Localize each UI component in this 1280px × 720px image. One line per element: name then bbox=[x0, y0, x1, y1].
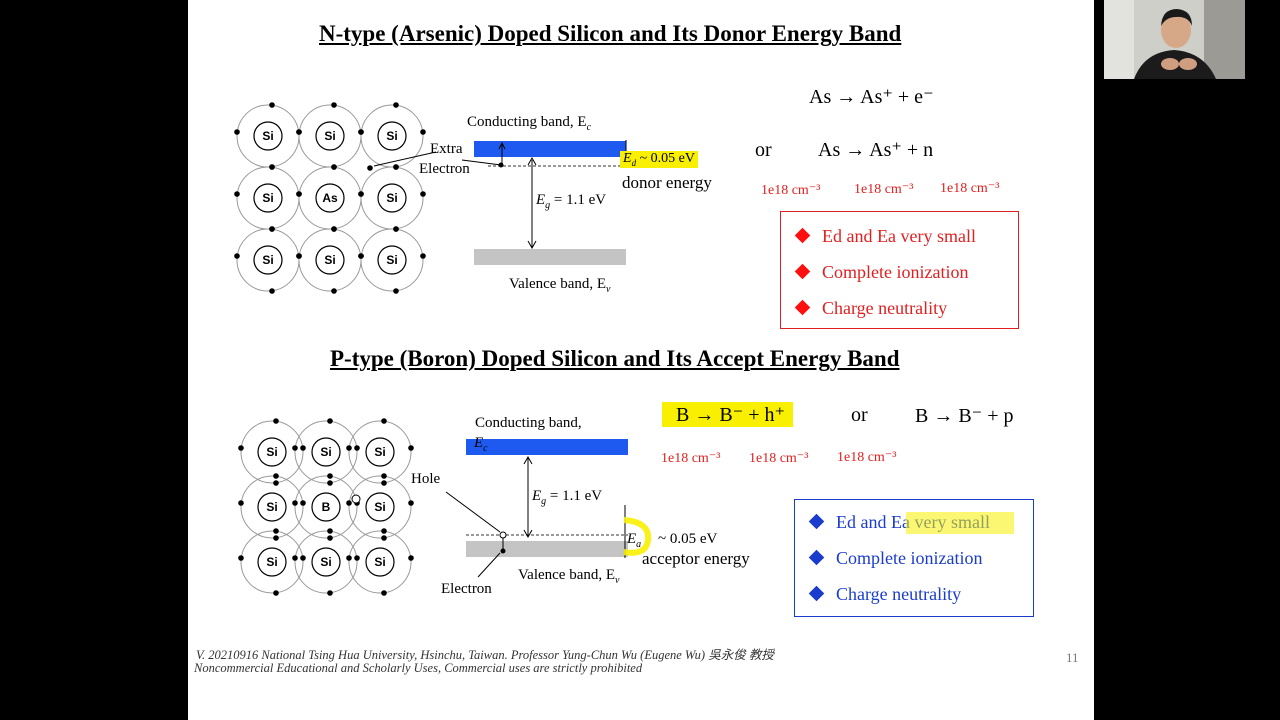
ptype-conc-2: 1e18 cm⁻³ bbox=[749, 451, 809, 466]
ntype-bullet-1: Ed and Ea very small bbox=[794, 226, 976, 247]
ntype-atom-label: Si bbox=[324, 129, 335, 143]
ptype-equation-2: B → B⁻ + p bbox=[915, 405, 1014, 427]
ntype-extra-label: Extra bbox=[430, 141, 463, 157]
ptype-or: or bbox=[851, 404, 868, 426]
diamond-bullet-icon bbox=[794, 263, 811, 280]
footer-line-2: Noncommercial Educational and Scholarly … bbox=[194, 661, 643, 675]
ptype-atom-si: Si bbox=[346, 418, 414, 486]
ntype-electron-label: Electron bbox=[419, 161, 470, 177]
ptype-atom-si: Si bbox=[346, 473, 414, 541]
ptype-conc-3: 1e18 cm⁻³ bbox=[837, 450, 897, 465]
ptype-atom-label: Si bbox=[266, 445, 277, 459]
ptype-conduction-band bbox=[466, 439, 628, 455]
ntype-equation-2: As → As⁺ + n bbox=[818, 139, 934, 161]
ptype-atom-si: Si bbox=[292, 528, 360, 596]
ntype-atom-as: As bbox=[296, 164, 364, 232]
ntype-ed-label: Ed ~ 0.05 eV bbox=[620, 151, 698, 168]
ptype-atom-label: Si bbox=[266, 555, 277, 569]
ptype-conducting-band-label: Conducting band, bbox=[475, 415, 582, 431]
ntype-atom-si: Si bbox=[358, 164, 426, 232]
ptype-atom-label: Si bbox=[266, 500, 277, 514]
ntype-summary-box: Ed and Ea very small Complete ionization… bbox=[780, 211, 1019, 329]
ptype-hole-label: Hole bbox=[411, 471, 441, 487]
ptype-equation-1: B → B⁻ + h⁺ bbox=[662, 402, 794, 427]
ptype-atom-label: Si bbox=[374, 445, 385, 459]
ptype-atom-si: Si bbox=[238, 418, 306, 486]
diamond-bullet-icon bbox=[808, 513, 825, 530]
diamond-bullet-icon bbox=[808, 585, 825, 602]
footer-line-1: V. 20210916 National Tsing Hua Universit… bbox=[196, 648, 774, 662]
ntype-atom-label: Si bbox=[386, 129, 397, 143]
ntype-atom-si: Si bbox=[234, 102, 302, 170]
ntype-atom-si: Si bbox=[296, 226, 364, 294]
ntype-atom-si: Si bbox=[234, 226, 302, 294]
ntype-conc-2: 1e18 cm⁻³ bbox=[854, 182, 914, 197]
ntype-valence-band-label: Valence band, Ev bbox=[509, 276, 611, 295]
ptype-ea-label: Ea bbox=[627, 531, 642, 550]
ptype-atom-b: B bbox=[292, 473, 360, 541]
ptype-electron-label: Electron bbox=[441, 581, 492, 597]
ptype-atom-label: Si bbox=[320, 555, 331, 569]
ntype-atom-label: Si bbox=[262, 253, 273, 267]
ptype-atom-si: Si bbox=[292, 418, 360, 486]
ntype-atom-label: Si bbox=[262, 191, 273, 205]
ntype-conducting-band-label: Conducting band, Ec bbox=[467, 114, 592, 133]
ntype-conc-3: 1e18 cm⁻³ bbox=[940, 181, 1000, 196]
ntype-atom-si: Si bbox=[234, 164, 302, 232]
ptype-bullet-highlight bbox=[906, 512, 1014, 534]
ntype-atom-label: Si bbox=[386, 191, 397, 205]
ntype-atom-si: Si bbox=[358, 226, 426, 294]
ntype-donor-energy-label: donor energy bbox=[622, 173, 712, 192]
diamond-bullet-icon bbox=[794, 227, 811, 244]
ptype-atom-label: Si bbox=[320, 445, 331, 459]
presenter-icon bbox=[1104, 0, 1245, 79]
diamond-bullet-icon bbox=[808, 549, 825, 566]
ntype-atom-si: Si bbox=[296, 102, 364, 170]
ptype-valence-band bbox=[466, 541, 628, 557]
ntype-equation-1: As → As⁺ + e⁻ bbox=[809, 86, 934, 108]
ptype-ea-value: ~ 0.05 eV bbox=[658, 531, 718, 547]
ntype-eg-label: Eg = 1.1 eV bbox=[536, 192, 607, 211]
ptype-bullet-3: Charge neutrality bbox=[808, 584, 961, 605]
ptype-atom-si: Si bbox=[238, 473, 306, 541]
ntype-conc-1: 1e18 cm⁻³ bbox=[761, 183, 821, 198]
ptype-atom-label: B bbox=[322, 500, 331, 514]
ntype-atom-label: As bbox=[322, 191, 338, 205]
extra-electron bbox=[367, 165, 373, 171]
page-number: 11 bbox=[1066, 650, 1079, 665]
webcam-video bbox=[1104, 0, 1245, 79]
ptype-atom-si: Si bbox=[238, 528, 306, 596]
hole-marker bbox=[351, 494, 361, 504]
ptype-highlight-mark bbox=[623, 517, 652, 556]
diamond-bullet-icon bbox=[794, 299, 811, 316]
ptype-summary-box: Ed and Ea very small Complete ionization… bbox=[794, 499, 1034, 617]
ntype-bullet-3: Charge neutrality bbox=[794, 298, 947, 319]
slide: N-type (Arsenic) Doped Silicon and Its D… bbox=[188, 0, 1094, 720]
ntype-conduction-band bbox=[474, 141, 626, 157]
ntype-valence-band bbox=[474, 249, 626, 265]
ntype-atom-si: Si bbox=[358, 102, 426, 170]
ptype-atom-label: Si bbox=[374, 555, 385, 569]
ptype-acceptor-energy-label: acceptor energy bbox=[642, 549, 750, 568]
ptype-eg-label: Eg = 1.1 eV bbox=[532, 488, 603, 507]
ntype-atom-label: Si bbox=[324, 253, 335, 267]
ntype-atom-label: Si bbox=[262, 129, 273, 143]
ptype-atom-label: Si bbox=[374, 500, 385, 514]
ptype-bullet-2: Complete ionization bbox=[808, 548, 982, 569]
ptype-valence-band-label: Valence band, Ev bbox=[518, 567, 620, 586]
ptype-conc-1: 1e18 cm⁻³ bbox=[661, 451, 721, 466]
ntype-atom-label: Si bbox=[386, 253, 397, 267]
ntype-bullet-2: Complete ionization bbox=[794, 262, 968, 283]
ntype-or: or bbox=[755, 139, 772, 161]
ptype-ec-label: Ec bbox=[474, 435, 488, 454]
title-ptype: P-type (Boron) Doped Silicon and Its Acc… bbox=[330, 346, 900, 371]
title-ntype: N-type (Arsenic) Doped Silicon and Its D… bbox=[319, 21, 902, 46]
ptype-atom-si: Si bbox=[346, 528, 414, 596]
